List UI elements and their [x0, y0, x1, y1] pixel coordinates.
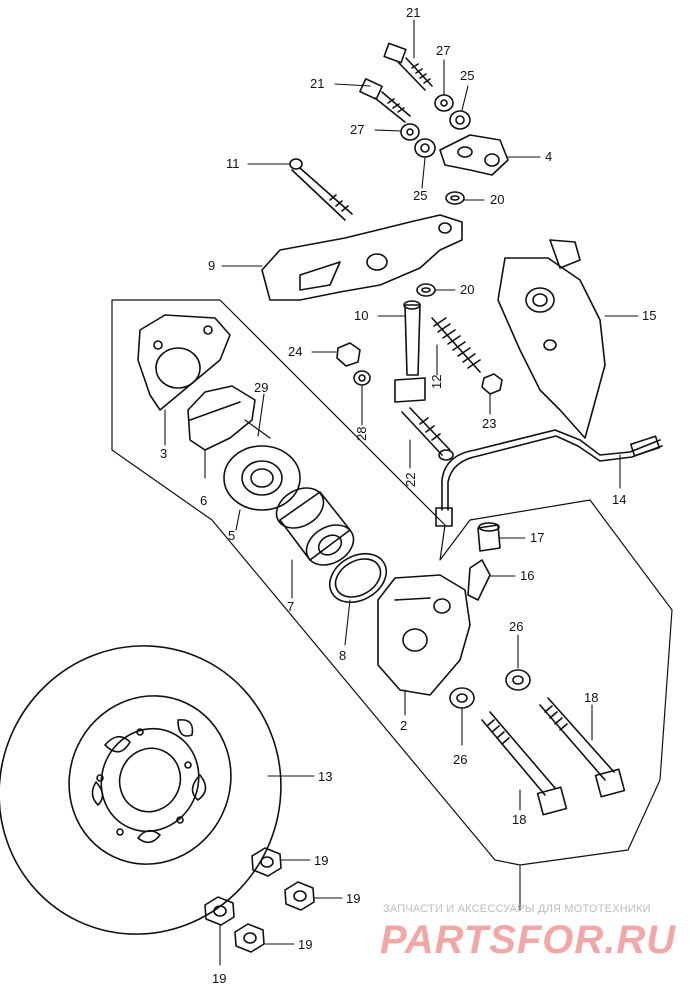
- callout-15: 15: [642, 308, 656, 323]
- nut-19-d: [234, 923, 265, 953]
- callout-3: 3: [160, 446, 167, 461]
- callout-23: 23: [482, 416, 496, 431]
- callout-19-d: 19: [298, 937, 312, 952]
- bolt-18-right: [539, 697, 626, 798]
- nut-19-a: [251, 847, 282, 877]
- spring-12: [431, 317, 481, 373]
- callout-26-lower: 26: [453, 752, 467, 767]
- callout-numbers: 21 21 27 25 27 4 25 20 11 9 20 15 10 12 …: [160, 5, 656, 986]
- washer-28: [353, 370, 371, 386]
- washer-25-lower: [414, 138, 436, 158]
- leader-lines: [164, 19, 639, 966]
- washer-26-lower: [449, 687, 475, 709]
- caliper-cover-15: [497, 239, 606, 439]
- bleeder-cap-17: [477, 522, 501, 552]
- callout-27-top: 27: [436, 43, 450, 58]
- bolt-21-top: [383, 42, 433, 91]
- callout-2: 2: [400, 718, 407, 733]
- bolt-11: [289, 158, 353, 221]
- callout-27-lower: 27: [350, 122, 364, 137]
- piston-7: [275, 487, 355, 566]
- callout-19-b: 19: [346, 891, 360, 906]
- callout-10: 10: [354, 308, 368, 323]
- washer-20-top: [445, 191, 465, 205]
- bolt-18-left: [481, 711, 568, 816]
- brake-hose-14: [435, 429, 663, 527]
- callout-11: 11: [226, 156, 240, 171]
- brake-disc-13: [0, 645, 282, 935]
- callout-20-top: 20: [490, 192, 504, 207]
- watermark-logo: PARTSFOR.RU: [380, 918, 677, 962]
- nut-24: [336, 342, 361, 367]
- pad-backing-3: [137, 314, 231, 411]
- callout-18-right: 18: [584, 690, 598, 705]
- callout-13: 13: [318, 769, 332, 784]
- nut-23: [481, 373, 503, 395]
- callout-19-a: 19: [314, 853, 328, 868]
- callout-14: 14: [612, 492, 626, 507]
- assembly-outline: [111, 299, 673, 866]
- caliper-bracket-9: [261, 214, 463, 301]
- callout-6: 6: [200, 493, 207, 508]
- piston-5: [223, 445, 301, 511]
- callout-19-c: 19: [212, 971, 226, 986]
- spring-washer-27-top: [434, 94, 454, 112]
- caliper-body-2: [377, 574, 471, 696]
- callout-5: 5: [228, 528, 235, 543]
- callout-24: 24: [288, 344, 302, 359]
- callout-29: 29: [254, 380, 268, 395]
- callout-25-lower: 25: [413, 188, 427, 203]
- callout-7: 7: [287, 599, 294, 614]
- callout-22: 22: [403, 473, 418, 487]
- brake-pad-6: [187, 385, 271, 451]
- nut-19-c: [204, 896, 235, 926]
- callout-9: 9: [208, 258, 215, 273]
- seal-8: [328, 552, 388, 604]
- washer-20-mid: [416, 283, 436, 297]
- callout-20-mid: 20: [460, 282, 474, 297]
- callout-21-lower: 21: [310, 76, 324, 91]
- watermark-tagline: ЗАПЧАСТИ И АКСЕССУАРЫ ДЛЯ МОТОТЕХНИКИ: [383, 903, 651, 915]
- pin-10: [394, 300, 426, 403]
- callout-4: 4: [545, 149, 552, 164]
- callout-25-top: 25: [460, 68, 474, 83]
- bracket-4: [439, 134, 509, 176]
- washer-25-top: [449, 110, 471, 130]
- nut-19-b: [284, 881, 315, 911]
- callout-26-right: 26: [509, 619, 523, 634]
- callout-28: 28: [354, 427, 369, 441]
- callout-8: 8: [339, 648, 346, 663]
- spring-washer-27-lower: [400, 123, 420, 141]
- callout-17: 17: [530, 530, 544, 545]
- bleeder-22: [401, 407, 454, 461]
- callout-21-top: 21: [406, 5, 420, 20]
- callout-16: 16: [520, 568, 534, 583]
- callout-18-left: 18: [512, 812, 526, 827]
- bleeder-valve-16: [467, 559, 491, 601]
- callout-12: 12: [429, 375, 444, 389]
- washer-26-right: [505, 669, 531, 691]
